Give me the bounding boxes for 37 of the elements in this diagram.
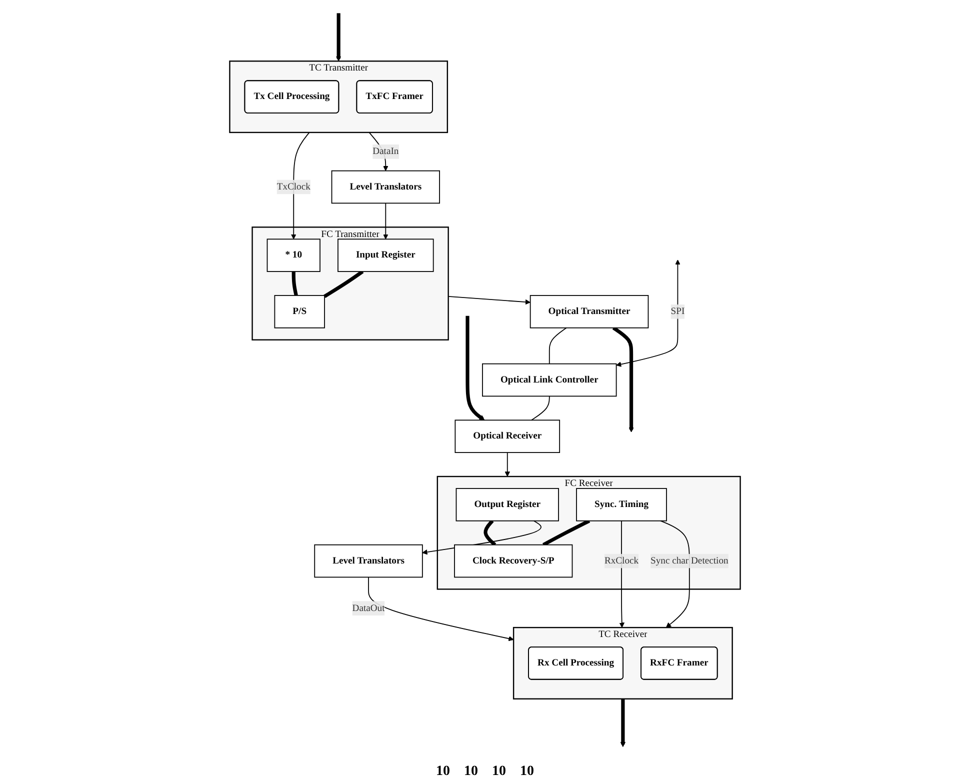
connector-line (531, 396, 550, 421)
node-box: Sync. Timing (576, 488, 667, 522)
node-box: Level Translators (314, 544, 423, 578)
arrow (383, 202, 388, 240)
edge-label: TxClock (276, 182, 310, 192)
arrow (660, 520, 690, 628)
connector-line (292, 272, 298, 296)
bus-width-label: 10 (492, 764, 506, 780)
node-box: Level Translators (331, 170, 440, 204)
node-box: * 10 (266, 238, 320, 272)
arrow (336, 13, 342, 62)
edge-label: SPI (670, 306, 685, 316)
node-box: Optical Transmitter (530, 295, 649, 328)
arrow (368, 576, 514, 642)
bus-width-label: 10 (436, 764, 450, 780)
node-box: Input Register (338, 238, 434, 272)
arrow (448, 296, 531, 305)
connector-line (484, 520, 496, 546)
edge-label: RxClock (604, 556, 639, 566)
bus-width-label: 10 (520, 764, 534, 780)
edge-label: DataIn (372, 146, 399, 156)
arrow (612, 326, 634, 432)
node-box: Optical Link Controller (482, 363, 617, 397)
node-box: Optical Receiver (454, 420, 560, 453)
node-box: Output Register (456, 488, 559, 522)
node-box: Clock Recovery-S/P (454, 544, 573, 578)
connector-line (542, 519, 590, 546)
arrow (616, 260, 680, 367)
arrow (504, 452, 510, 477)
connector-line (324, 270, 364, 298)
edge-label: Sync char Detection (650, 556, 728, 566)
arrow (466, 316, 485, 420)
edge-label: DataOut (352, 602, 385, 614)
bus-width-label: 10 (464, 764, 478, 780)
connector-line (548, 327, 567, 364)
arrow (620, 698, 626, 748)
node-box: P/S (274, 295, 325, 328)
